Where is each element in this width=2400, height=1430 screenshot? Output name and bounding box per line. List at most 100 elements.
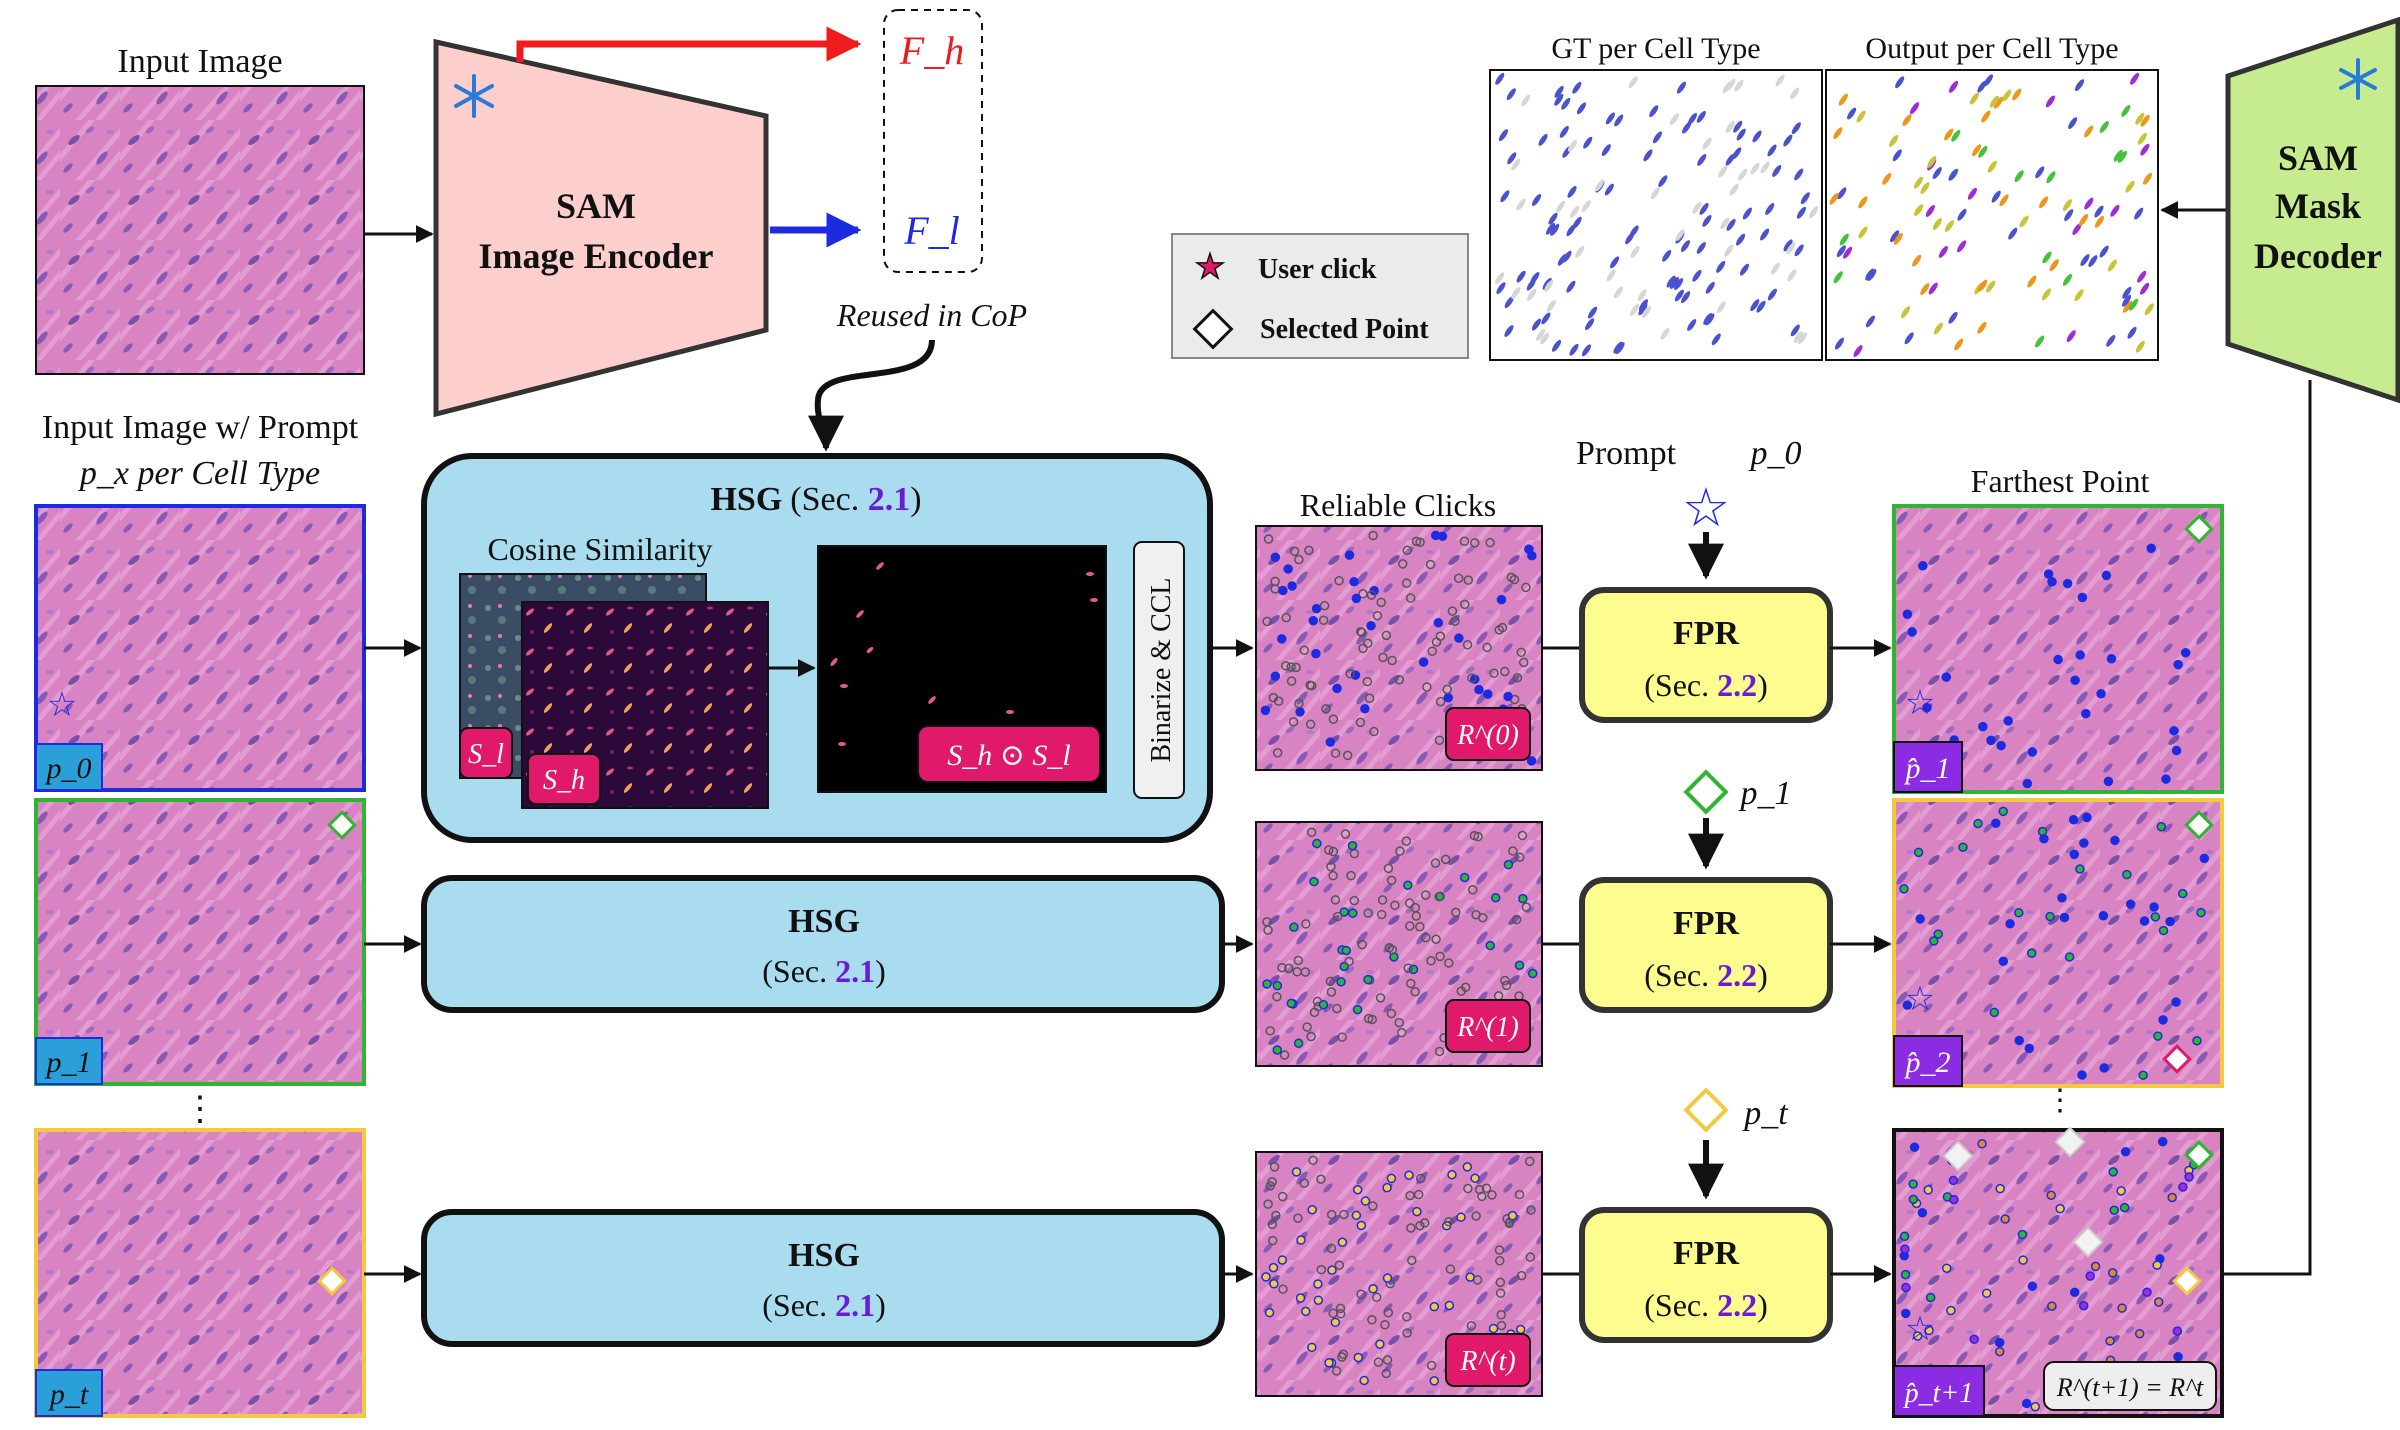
cell-mask [1687, 319, 1697, 331]
cell-mask [1914, 204, 1924, 217]
click-point [1345, 669, 1355, 679]
click-point [2152, 1260, 2162, 1270]
click-point [1443, 1216, 1454, 1227]
cell-mask [1638, 299, 1649, 312]
click-point [1270, 671, 1281, 681]
click-point [1453, 573, 1464, 583]
cell-mask [2107, 259, 2117, 272]
equation-box [2043, 1361, 2217, 1411]
cell-mask [2019, 215, 2029, 228]
click-point [2081, 708, 2091, 719]
click-point [1949, 1194, 1959, 1205]
binarize-box [1133, 541, 1185, 799]
encoder-title-2: Image Encoder [479, 236, 714, 276]
click-point [1459, 536, 1470, 546]
cell-mask [2035, 335, 2045, 348]
click-point [1368, 1284, 1378, 1294]
badge-p1 [35, 1037, 103, 1085]
click-point [1387, 655, 1397, 666]
farthest-points-0 [1902, 543, 2191, 789]
sam-mask-decoder [2225, 16, 2400, 404]
click-point [1356, 1220, 1367, 1231]
click-point [1311, 603, 1322, 614]
cell-mask [1666, 275, 1676, 288]
click-point [1351, 593, 1362, 604]
cell-mask [2099, 245, 2109, 258]
click-point [1349, 577, 1359, 587]
click-point [1270, 552, 1281, 563]
cell-mask [1702, 214, 1712, 227]
click-point [1287, 581, 1297, 591]
click-point [1364, 693, 1375, 704]
click-point [1517, 830, 1528, 841]
click-point [1376, 597, 1386, 608]
click-point [1485, 537, 1495, 548]
click-point [1994, 1337, 2005, 1348]
click-point [1308, 1155, 1318, 1166]
output-label: Output per Cell Type [1865, 32, 2118, 65]
star-prompt-icon: ☆ [47, 685, 77, 725]
click-point [1328, 846, 1339, 857]
cell-mask [1506, 88, 1516, 101]
click-point [2059, 912, 2070, 923]
click-point [1496, 1310, 1506, 1320]
click-point [1277, 1191, 1288, 1202]
click-point [1381, 630, 1392, 641]
click-point [1981, 1288, 1992, 1298]
click-point [1514, 1189, 1525, 1200]
cell-mask [1858, 226, 1868, 239]
click-point [1382, 1182, 1392, 1193]
cell-mask [1750, 299, 1760, 312]
click-point [1933, 929, 1943, 939]
click-point [1501, 980, 1512, 991]
click-point [2024, 1043, 2035, 1054]
cell-mask [1544, 279, 1554, 292]
click-point [1404, 1170, 1414, 1180]
cell-mask [1724, 244, 1734, 257]
click-point [1454, 633, 1464, 643]
click-point [1332, 683, 1342, 694]
click-point [1360, 703, 1370, 714]
click-point [1411, 536, 1422, 547]
cell-mask [1794, 244, 1804, 257]
click-point [1264, 1307, 1275, 1318]
click-point [1401, 1312, 1412, 1322]
cell-mask [1536, 328, 1546, 341]
click-point [2167, 1192, 2177, 1203]
gt-cells [1495, 72, 1819, 357]
cell-mask [2046, 171, 2056, 184]
click-point [1902, 1000, 1913, 1010]
click-point [2103, 776, 2114, 787]
cell-mask [1527, 289, 1537, 301]
click-point [1394, 674, 1405, 685]
click-point [1485, 940, 1495, 951]
cell-mask [1951, 129, 1961, 142]
diamond-f1-pink [2162, 1044, 2192, 1074]
cell-mask [2140, 143, 2150, 156]
click-point [2158, 1015, 2168, 1025]
click-point [1378, 652, 1388, 663]
click-point [1270, 576, 1280, 587]
click-point [1277, 962, 1287, 973]
cell-mask [2142, 172, 2153, 185]
cell-mask [1736, 128, 1746, 141]
fpr-section-t: (Sec. 2.2) [1644, 1287, 1768, 1323]
click-point [1387, 945, 1398, 955]
click-point [1467, 673, 1477, 683]
click-point [2105, 1336, 2115, 1346]
cell-mask [2137, 270, 2147, 283]
hsg-main-title: HSG(Sec. 2.1) [710, 481, 921, 518]
click-point [1456, 986, 1467, 996]
click-point [2101, 570, 2112, 581]
click-point [1286, 998, 1297, 1009]
click-point [1363, 974, 1373, 985]
click-point [1305, 719, 1316, 730]
cell-mask [2137, 132, 2147, 145]
click-point [1293, 955, 1304, 966]
click-point [2085, 1271, 2095, 1281]
click-point [1908, 1179, 1918, 1189]
click-point [1398, 559, 1408, 569]
click-point [1260, 705, 1271, 716]
click-point [1442, 684, 1452, 695]
diamond-ft-white-1 [1942, 1140, 1974, 1172]
